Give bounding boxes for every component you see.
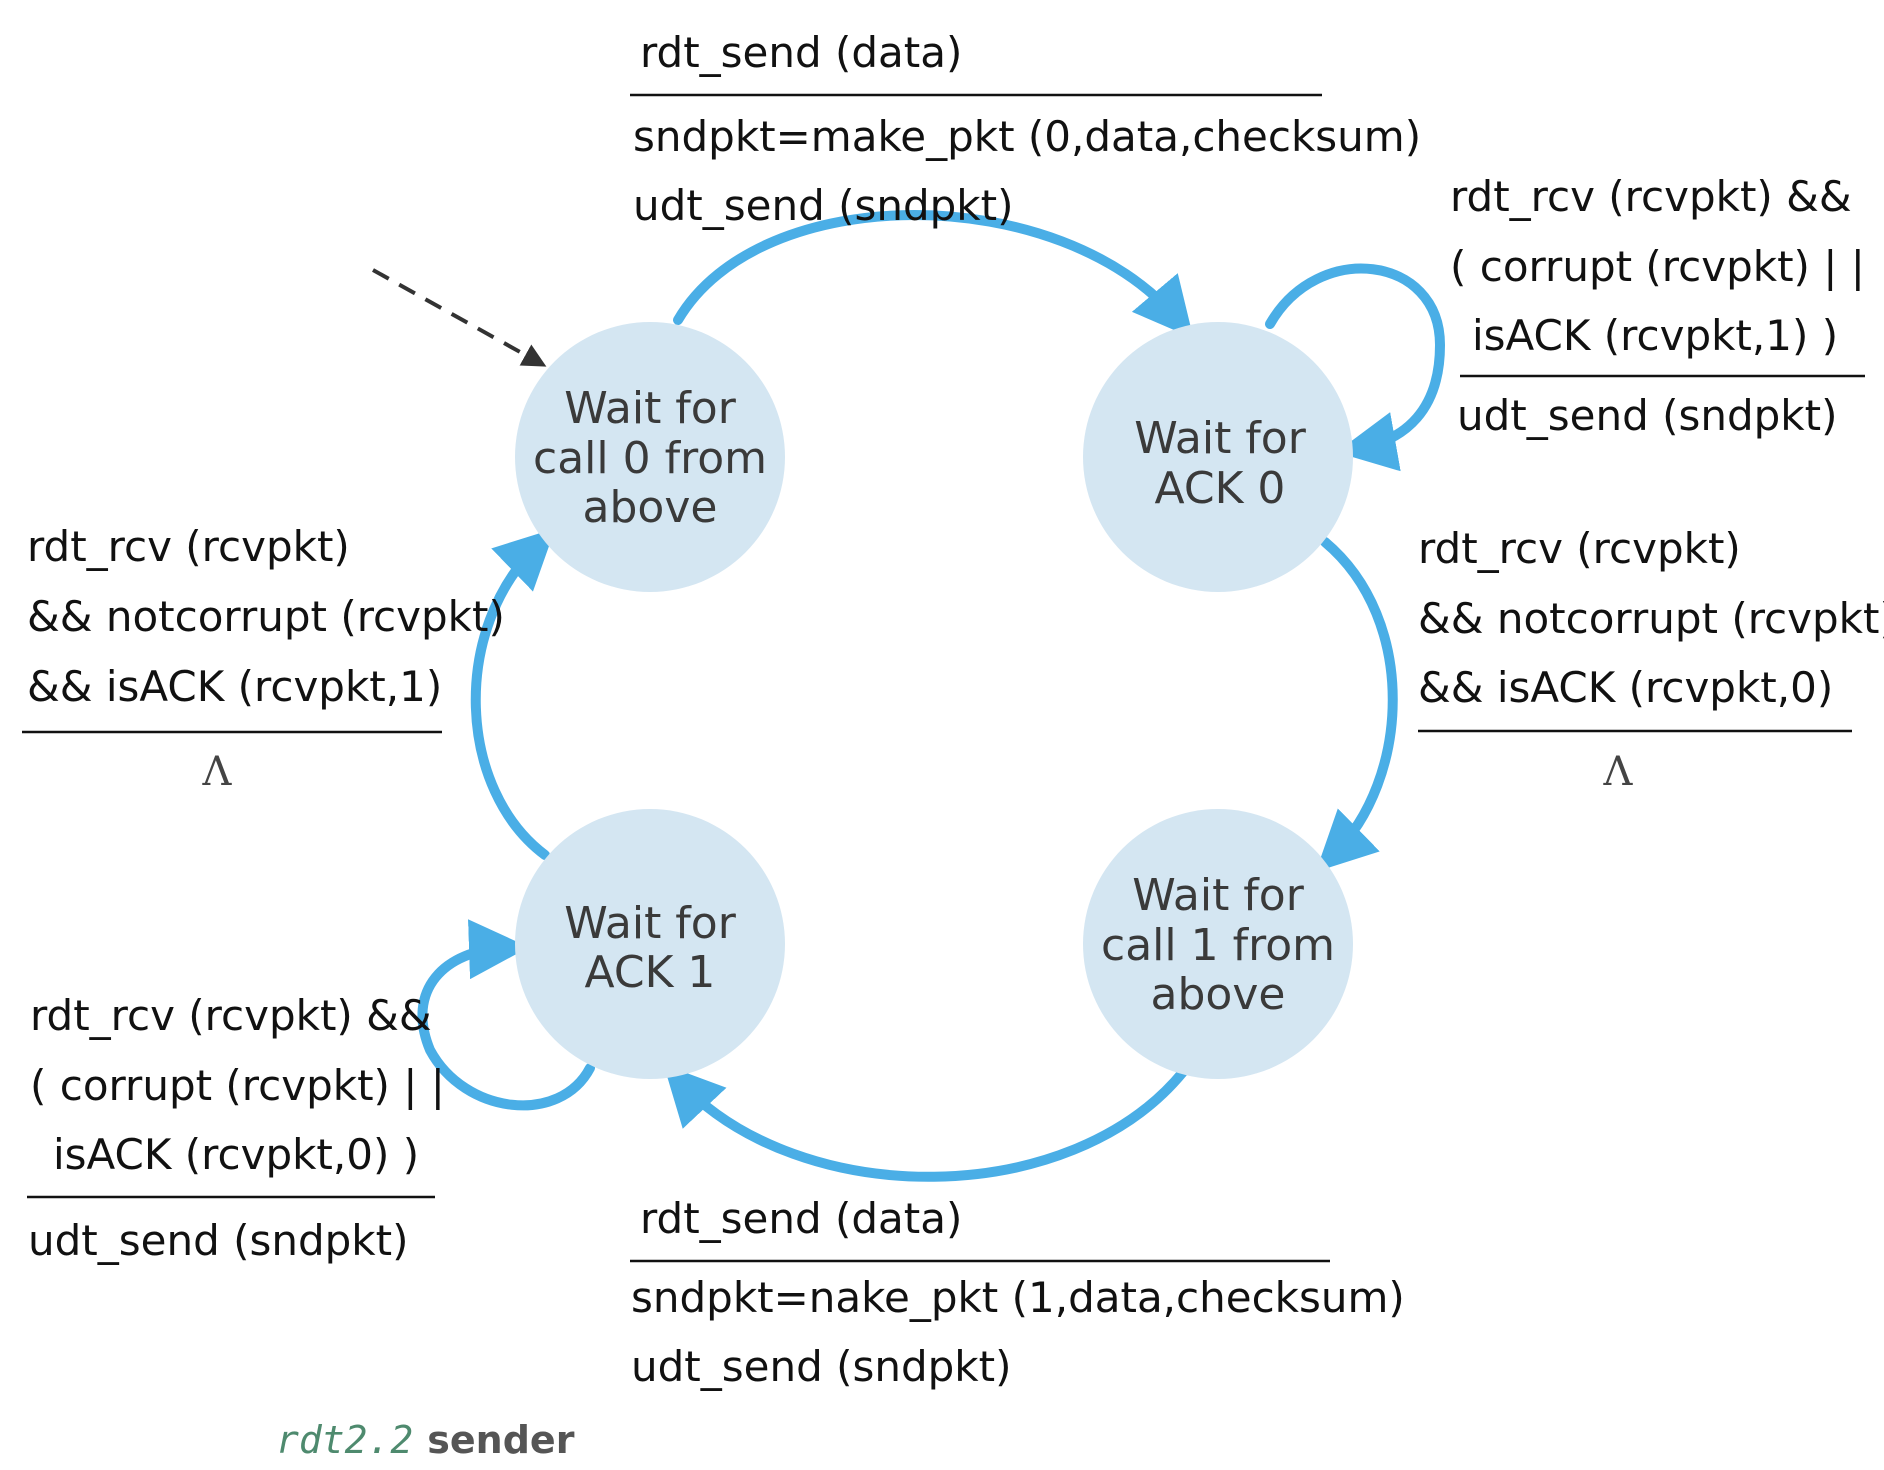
label-ack1-self-action: udt_send (sndpkt): [28, 1216, 408, 1265]
caption: rdt2.2 sender: [276, 1418, 575, 1462]
label-call1-to-ack1-action-2: udt_send (sndpkt): [631, 1342, 1011, 1391]
state-wait-call-1-line-1: Wait for: [1132, 870, 1305, 921]
label-ack1-to-call0-action: Λ: [202, 749, 233, 795]
label-ack1-self-event-1: rdt_rcv (rcvpkt) &&: [30, 991, 432, 1040]
initial-state-arrow: [372, 268, 547, 367]
label-ack1-to-call0-event-2: && notcorrupt (rcvpkt): [27, 592, 505, 641]
label-ack0-to-call1-event-2: && notcorrupt (rcvpkt): [1418, 594, 1884, 643]
label-ack0-self-event-2: ( corrupt (rcvpkt) | |: [1450, 242, 1865, 291]
state-wait-call-1-circle: [1083, 809, 1353, 1079]
caption-code: rdt2.2: [276, 1418, 413, 1462]
state-wait-call-0-line-2: call 0 from: [533, 433, 767, 484]
label-call0-to-ack0-event: rdt_send (data): [640, 28, 962, 77]
state-wait-ack-0-circle: [1083, 322, 1353, 592]
state-wait-ack-1: Wait for ACK 1: [515, 809, 785, 1079]
label-ack0-to-call1-event-3: && isACK (rcvpkt,0): [1418, 663, 1833, 712]
label-ack0-to-call1-action: Λ: [1603, 749, 1634, 795]
state-wait-ack-0-line-2: ACK 0: [1155, 463, 1286, 514]
label-ack0-self-action: udt_send (sndpkt): [1457, 391, 1837, 440]
label-call0-to-ack0-action-2: udt_send (sndpkt): [633, 181, 1013, 230]
arrow-ack1-self-loop: [417, 919, 595, 1111]
state-wait-ack-1-line-2: ACK 1: [585, 947, 716, 998]
state-wait-call-0: Wait for call 0 from above: [515, 322, 785, 592]
label-ack0-to-call1: rdt_rcv (rcvpkt) && notcorrupt (rcvpkt) …: [1418, 524, 1884, 795]
caption-text: sender: [427, 1418, 574, 1462]
label-ack1-to-call0: rdt_rcv (rcvpkt) && notcorrupt (rcvpkt) …: [22, 522, 505, 795]
label-call0-to-ack0-action-1: sndpkt=make_pkt (0,data,checksum): [633, 112, 1421, 161]
label-ack0-self-loop: rdt_rcv (rcvpkt) && ( corrupt (rcvpkt) |…: [1450, 172, 1865, 440]
arrow-ack0-self-loop: [1265, 263, 1446, 472]
label-ack1-self-loop: rdt_rcv (rcvpkt) && ( corrupt (rcvpkt) |…: [27, 991, 445, 1265]
label-call1-to-ack1-action-1: sndpkt=nake_pkt (1,data,checksum): [631, 1273, 1405, 1322]
label-ack0-self-event-3: isACK (rcvpkt,1) ): [1472, 311, 1838, 360]
state-wait-ack-1-circle: [515, 809, 785, 1079]
label-ack1-to-call0-event-3: && isACK (rcvpkt,1): [27, 662, 442, 711]
arrow-ack0-to-call1: [1315, 537, 1398, 872]
state-wait-ack-0: Wait for ACK 0: [1083, 322, 1353, 592]
state-wait-ack-1-line-1: Wait for: [564, 898, 737, 949]
label-ack1-self-event-3: isACK (rcvpkt,0) ): [53, 1130, 419, 1179]
label-call1-to-ack1: rdt_send (data) sndpkt=nake_pkt (1,data,…: [630, 1194, 1405, 1391]
arrow-call1-to-ack1: [663, 1064, 1188, 1182]
state-wait-call-0-line-1: Wait for: [564, 383, 737, 434]
state-wait-call-0-line-3: above: [583, 482, 718, 533]
label-call0-to-ack0: rdt_send (data) sndpkt=make_pkt (0,data,…: [630, 28, 1421, 230]
state-wait-call-0-circle: [515, 322, 785, 592]
state-wait-call-1: Wait for call 1 from above: [1083, 809, 1353, 1079]
arrow-call0-to-ack0: [673, 210, 1194, 339]
label-ack1-to-call0-event-1: rdt_rcv (rcvpkt): [27, 522, 350, 571]
state-wait-call-1-line-2: call 1 from: [1101, 920, 1335, 971]
label-ack0-self-event-1: rdt_rcv (rcvpkt) &&: [1450, 172, 1852, 221]
label-ack0-to-call1-event-1: rdt_rcv (rcvpkt): [1418, 524, 1741, 573]
state-wait-ack-0-line-1: Wait for: [1134, 413, 1307, 464]
label-ack1-self-event-2: ( corrupt (rcvpkt) | |: [30, 1061, 445, 1110]
caption-line: rdt2.2 sender: [276, 1418, 575, 1462]
label-call1-to-ack1-event: rdt_send (data): [640, 1194, 962, 1243]
arrow-ack1-to-call0: [470, 528, 556, 860]
state-wait-call-1-line-3: above: [1151, 969, 1286, 1020]
